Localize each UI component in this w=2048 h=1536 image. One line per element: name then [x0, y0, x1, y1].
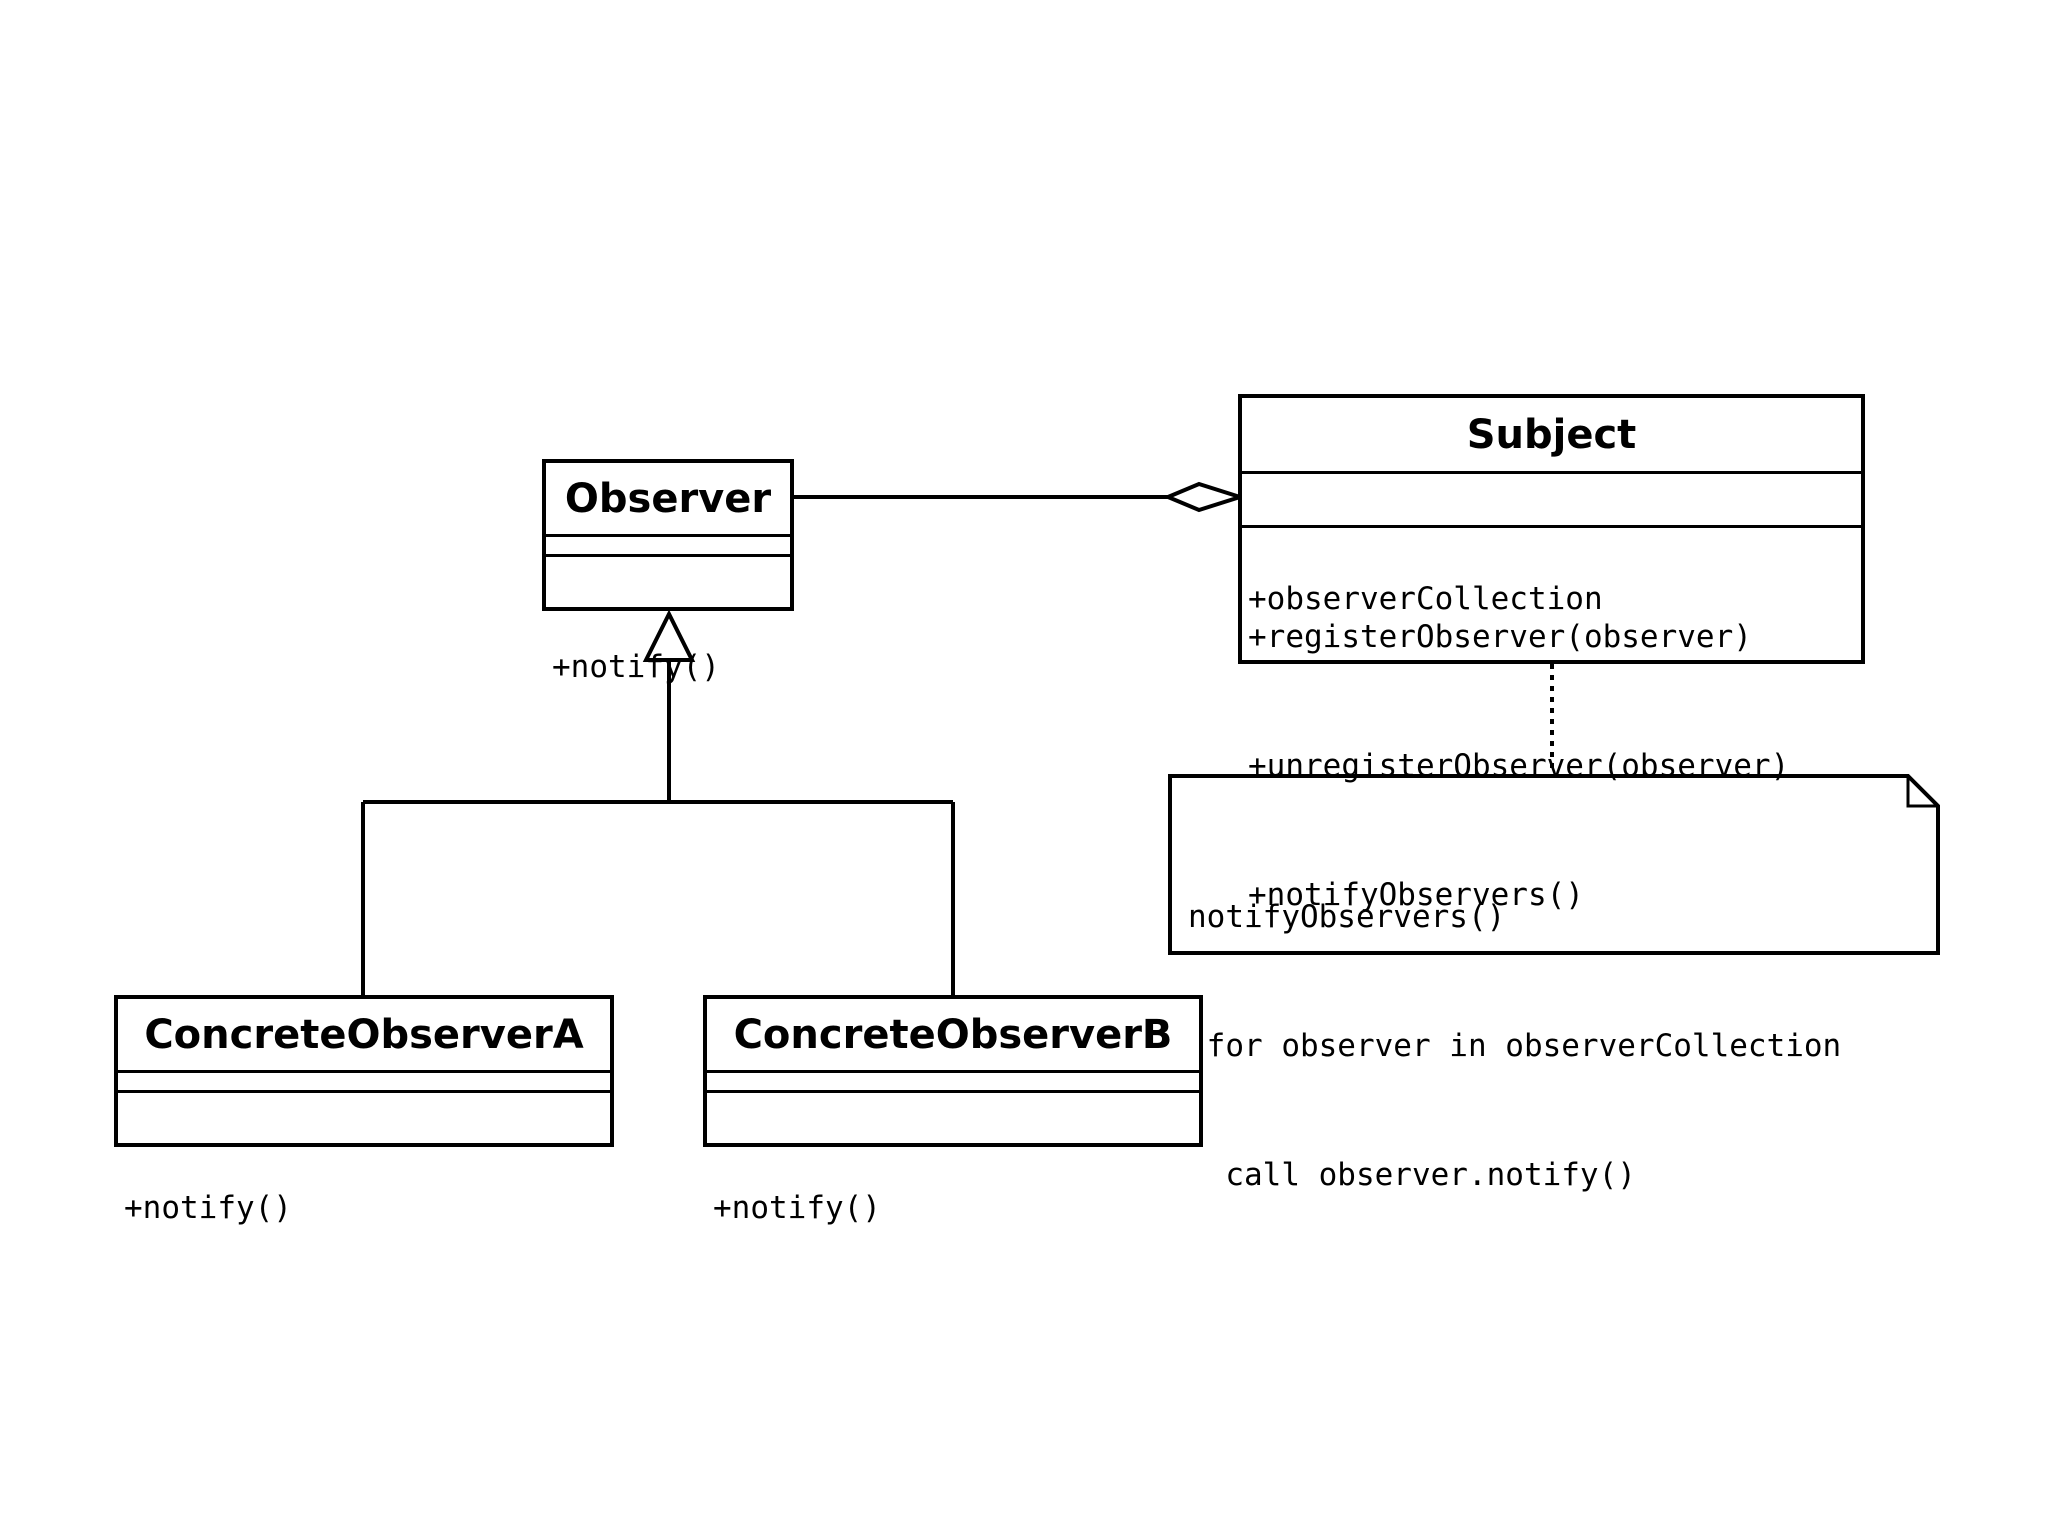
- observer-attributes: [546, 537, 790, 557]
- note-line: for observer in observerCollection: [1188, 1028, 1842, 1064]
- subject-operations: +registerObserver(observer) +unregisterO…: [1242, 528, 1861, 1003]
- subject-operation: +registerObserver(observer): [1248, 619, 1752, 655]
- concrete-observer-b-attributes: [707, 1073, 1199, 1093]
- concrete-observer-a-operations: +notify(): [118, 1093, 610, 1323]
- concrete-observer-a-operation: +notify(): [124, 1190, 292, 1226]
- note-folded-corner: [1906, 776, 1938, 808]
- note-text: notifyObservers() for observer in observ…: [1188, 810, 1841, 1283]
- note-line: notifyObservers(): [1188, 899, 1506, 935]
- subject-attribute: +observerCollection: [1248, 581, 1603, 617]
- concrete-observer-a-class: ConcreteObserverA +notify(): [114, 995, 614, 1226]
- subject-class-name: Subject: [1242, 398, 1861, 474]
- subject-operation: +unregisterObserver(observer): [1248, 748, 1790, 784]
- concrete-observer-a-attributes: [118, 1073, 610, 1093]
- aggregation-diamond: [1162, 481, 1247, 513]
- concrete-observer-b-operation: +notify(): [713, 1190, 881, 1226]
- concrete-observer-a-name: ConcreteObserverA: [118, 999, 610, 1073]
- concrete-observer-b-name: ConcreteObserverB: [707, 999, 1199, 1073]
- concrete-observer-b-class: ConcreteObserverB +notify(): [703, 995, 1203, 1226]
- observer-operation: +notify(): [552, 649, 720, 685]
- note-line: call observer.notify(): [1188, 1157, 1636, 1193]
- note-shape: [1168, 774, 1940, 955]
- subject-attributes: +observerCollection: [1242, 474, 1861, 617]
- generalization-arrowhead: [642, 609, 696, 662]
- subject-operation: +notifyObservers(): [1248, 877, 1584, 913]
- observer-operations: +notify(): [546, 557, 790, 777]
- subject-class: Subject +observerCollection +registerObs…: [1238, 394, 1865, 913]
- observer-class-name: Observer: [546, 463, 790, 537]
- concrete-observer-b-operations: +notify(): [707, 1093, 1199, 1323]
- observer-class: Observer +notify(): [542, 459, 794, 685]
